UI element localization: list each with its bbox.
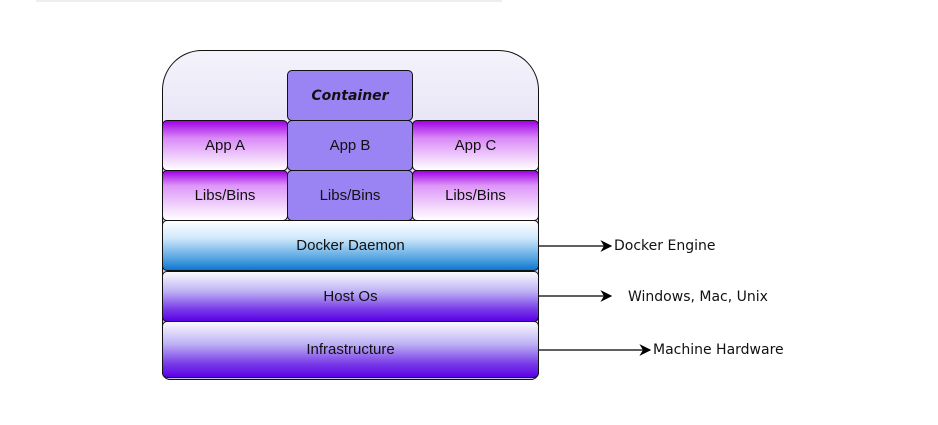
libs-a-box: Libs/Bins [162,170,288,221]
hardware-annotation: Machine Hardware [653,342,784,358]
app-a-label: App A [204,137,246,154]
top-divider [36,0,502,2]
docker-engine-annotation: Docker Engine [614,238,716,254]
app-b-label: App B [329,137,371,154]
libs-b-box: Libs/Bins [287,170,413,221]
infrastructure-layer: Infrastructure [162,321,539,378]
os-list-annotation: Windows, Mac, Unix [628,289,768,305]
docker-daemon-label: Docker Daemon [296,237,405,254]
libs-b-label: Libs/Bins [319,187,381,204]
libs-c-box: Libs/Bins [412,170,539,221]
container-box: Container [287,70,413,121]
app-b-box: App B [287,120,413,171]
libs-c-label: Libs/Bins [445,187,506,204]
app-a-box: App A [162,120,288,171]
infrastructure-label: Infrastructure [306,341,395,358]
host-os-label: Host Os [323,288,378,305]
app-c-box: App C [412,120,539,171]
docker-daemon-layer: Docker Daemon [162,220,539,271]
app-c-label: App C [454,137,497,154]
libs-a-label: Libs/Bins [194,187,256,204]
container-label: Container [311,87,389,104]
